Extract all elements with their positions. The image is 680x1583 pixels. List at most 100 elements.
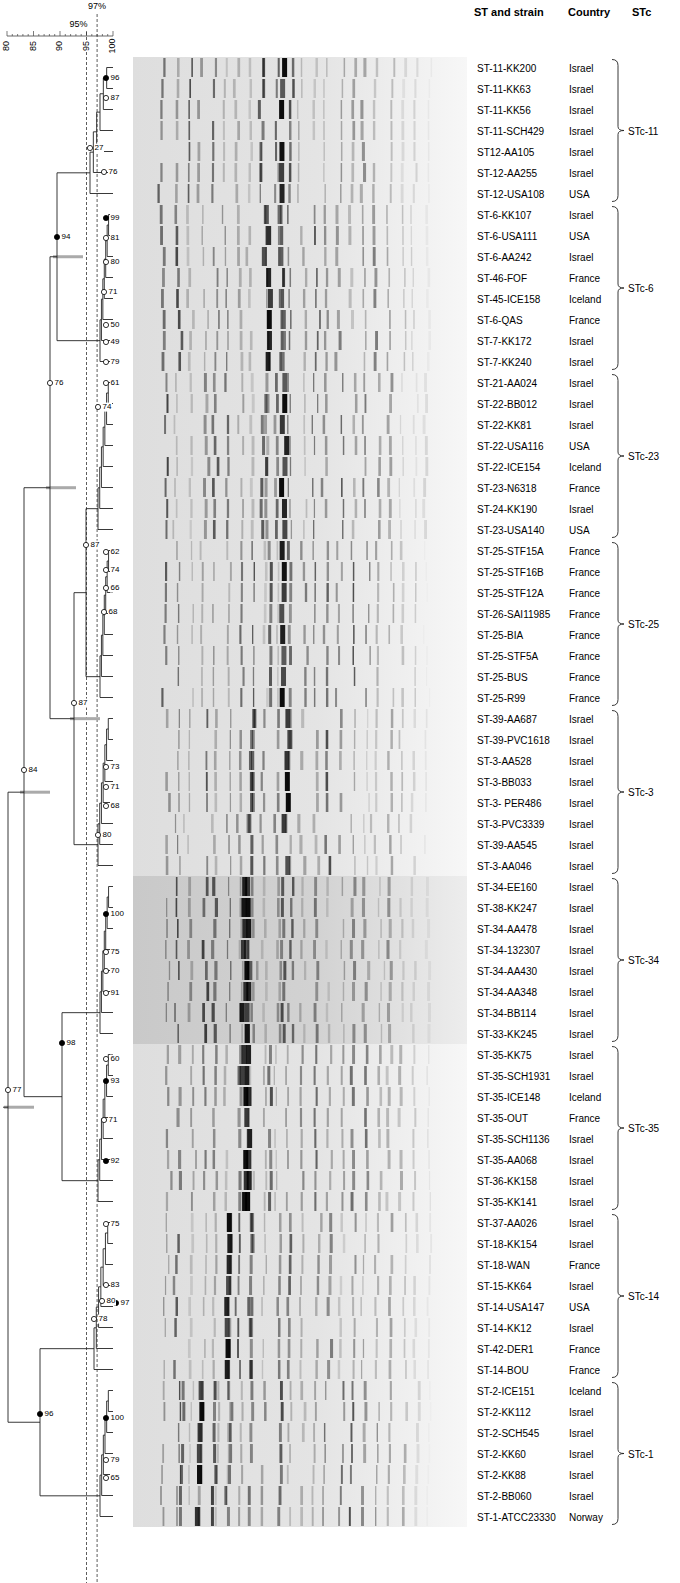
cluster-brace [612, 879, 624, 1042]
country-name: France [569, 608, 600, 619]
gel-band [287, 415, 288, 434]
gel-band [316, 1087, 318, 1106]
gel-band [366, 772, 367, 791]
tree-branch [57, 172, 90, 173]
gel-band [313, 814, 316, 833]
gel-band [412, 751, 415, 770]
gel-band [401, 163, 404, 182]
gel-band [304, 1402, 307, 1421]
gel-band [227, 1423, 228, 1442]
gel-band [241, 352, 244, 371]
gel-band [166, 898, 167, 917]
gel-band [314, 205, 316, 224]
gel-band [163, 1297, 164, 1316]
gel-band [391, 1255, 394, 1274]
gel-band [190, 1066, 192, 1085]
gel-band [423, 625, 424, 644]
gel-band [365, 982, 368, 1001]
gel-band [166, 1213, 167, 1232]
gel-band [261, 1465, 263, 1484]
gel-band [428, 1045, 429, 1064]
gel-band [192, 562, 193, 581]
gel-band [229, 1402, 230, 1421]
gel-band [265, 1150, 267, 1169]
gel-band [340, 709, 343, 728]
gel-band [353, 583, 354, 602]
gel-band [402, 1486, 405, 1505]
gel-band [164, 415, 166, 434]
gel-band [341, 1129, 343, 1148]
strain-name: ST-6-QAS [477, 314, 523, 325]
gel-band [334, 352, 337, 371]
gel-band [190, 1318, 193, 1337]
gel-band [301, 1129, 303, 1148]
gel-band [302, 1423, 305, 1442]
gel-band [262, 751, 264, 770]
gel-band [416, 373, 418, 392]
gel-band [315, 289, 317, 308]
gel-band [280, 940, 283, 959]
gel-band [266, 352, 271, 371]
strain-name: ST-22-USA116 [477, 440, 544, 451]
gel-band [402, 79, 405, 98]
gel-band [426, 562, 427, 581]
gel-band [325, 751, 328, 770]
gel-band [202, 583, 204, 602]
axis-tick-label: 85 [29, 40, 39, 52]
gel-band [264, 1234, 265, 1253]
gel-band [275, 373, 278, 392]
gel-band [175, 814, 176, 833]
gel-band [268, 289, 273, 308]
gel-band [323, 415, 326, 434]
gel-image [133, 57, 467, 1527]
gel-band [350, 268, 353, 287]
gel-band [324, 1444, 325, 1463]
gel-band [228, 835, 229, 854]
gel-band [211, 1486, 214, 1505]
gel-band [331, 1150, 333, 1169]
gel-band [342, 877, 343, 896]
gel-band [387, 814, 389, 833]
gel-band [341, 121, 342, 140]
bootstrap-node [103, 803, 108, 808]
gel-band [388, 520, 391, 539]
axis-tick [22, 34, 23, 36]
gel-band [341, 415, 342, 434]
gel-band [239, 751, 242, 770]
column-header: STc [632, 6, 651, 18]
gel-band [230, 772, 231, 791]
gel-band [197, 1465, 202, 1484]
gel-band [415, 604, 417, 623]
gel-band [241, 562, 243, 581]
gel-lane [133, 1506, 467, 1527]
gel-band [365, 1213, 366, 1232]
gel-band [211, 940, 214, 959]
gel-band [301, 1255, 303, 1274]
gel-lane [133, 666, 467, 687]
gel-band [315, 835, 318, 854]
gel-band [290, 898, 292, 917]
axis-tick [49, 34, 50, 36]
gel-band [282, 373, 287, 392]
gel-band [277, 772, 280, 791]
gel-lane [133, 1443, 467, 1464]
cutoff-label: 95% [69, 20, 87, 30]
gel-band [178, 310, 181, 329]
gel-band [300, 541, 302, 560]
gel-band [200, 58, 203, 77]
gel-band [249, 58, 251, 77]
gel-band [373, 289, 376, 308]
axis-tick [65, 34, 66, 36]
gel-band [240, 688, 242, 707]
gel-band [430, 1192, 431, 1211]
gel-band [239, 730, 242, 749]
gel-band [166, 1192, 168, 1211]
gel-band [230, 856, 231, 875]
gel-band [297, 100, 298, 119]
gel-band [374, 352, 377, 371]
gel-band [300, 1339, 302, 1358]
gel-band [344, 961, 345, 980]
gel-band [285, 709, 290, 728]
gel-band [226, 541, 228, 560]
gel-band [300, 1066, 302, 1085]
